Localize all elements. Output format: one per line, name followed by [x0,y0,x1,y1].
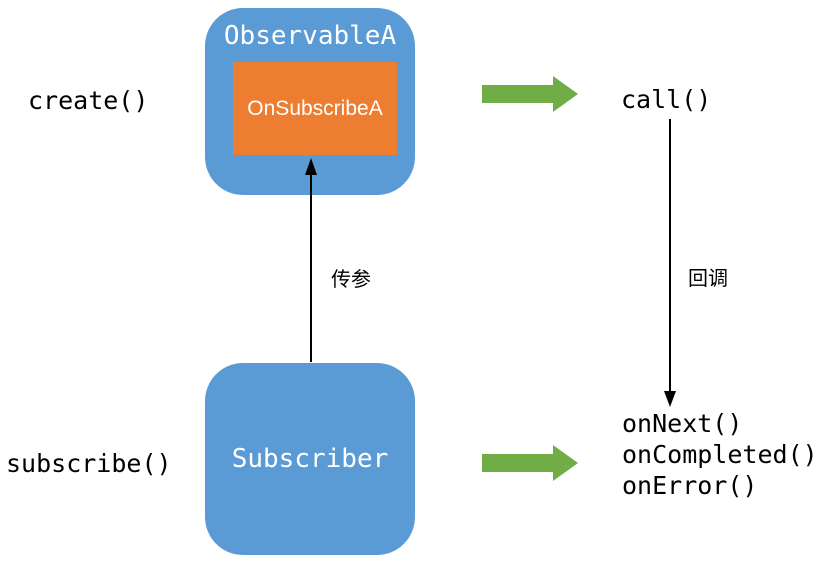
callback-methods: onNext() onCompleted() onError() [622,408,818,501]
subscribe-flow-arrow-icon [482,445,578,481]
subscriber-node: Subscriber [205,363,415,555]
observable-node: ObservableA OnSubscribeA [205,8,415,195]
observable-title: ObservableA [223,21,397,51]
subscribe-label: subscribe() [6,449,172,478]
callback-edge-label: 回调 [688,268,728,290]
create-flow-arrow-icon [482,76,578,112]
create-label: create() [28,86,149,115]
subscriber-title: Subscriber [231,444,389,474]
call-label: call() [621,85,712,114]
oncompleted-label: onCompleted() [622,440,818,469]
onerror-label: onError() [622,471,758,500]
pass-args-edge-label: 传参 [331,269,371,291]
onnext-label: onNext() [622,409,743,438]
callback-arrow-icon [664,119,676,407]
onsubscribe-box: OnSubscribeA [233,62,397,155]
onsubscribe-label: OnSubscribeA [247,96,383,120]
